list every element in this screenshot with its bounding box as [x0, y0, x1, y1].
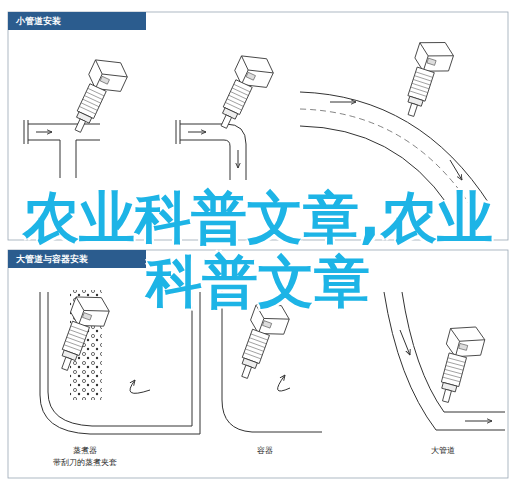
watermark: 农业科普文章,农业科普文章: [18, 186, 498, 314]
part-label: 带刮刀的蒸煮夹套: [53, 458, 117, 468]
part-label: 大管道: [431, 446, 455, 456]
section-header: 大管道与容器安装: [8, 250, 146, 268]
header-text: 小管道安装: [16, 16, 61, 26]
part-label: 蒸煮器: [73, 446, 97, 456]
section-header: 小管道安装: [8, 12, 146, 30]
header-text: 大管道与容器安装: [16, 254, 88, 264]
part-label: 容器: [257, 446, 273, 456]
